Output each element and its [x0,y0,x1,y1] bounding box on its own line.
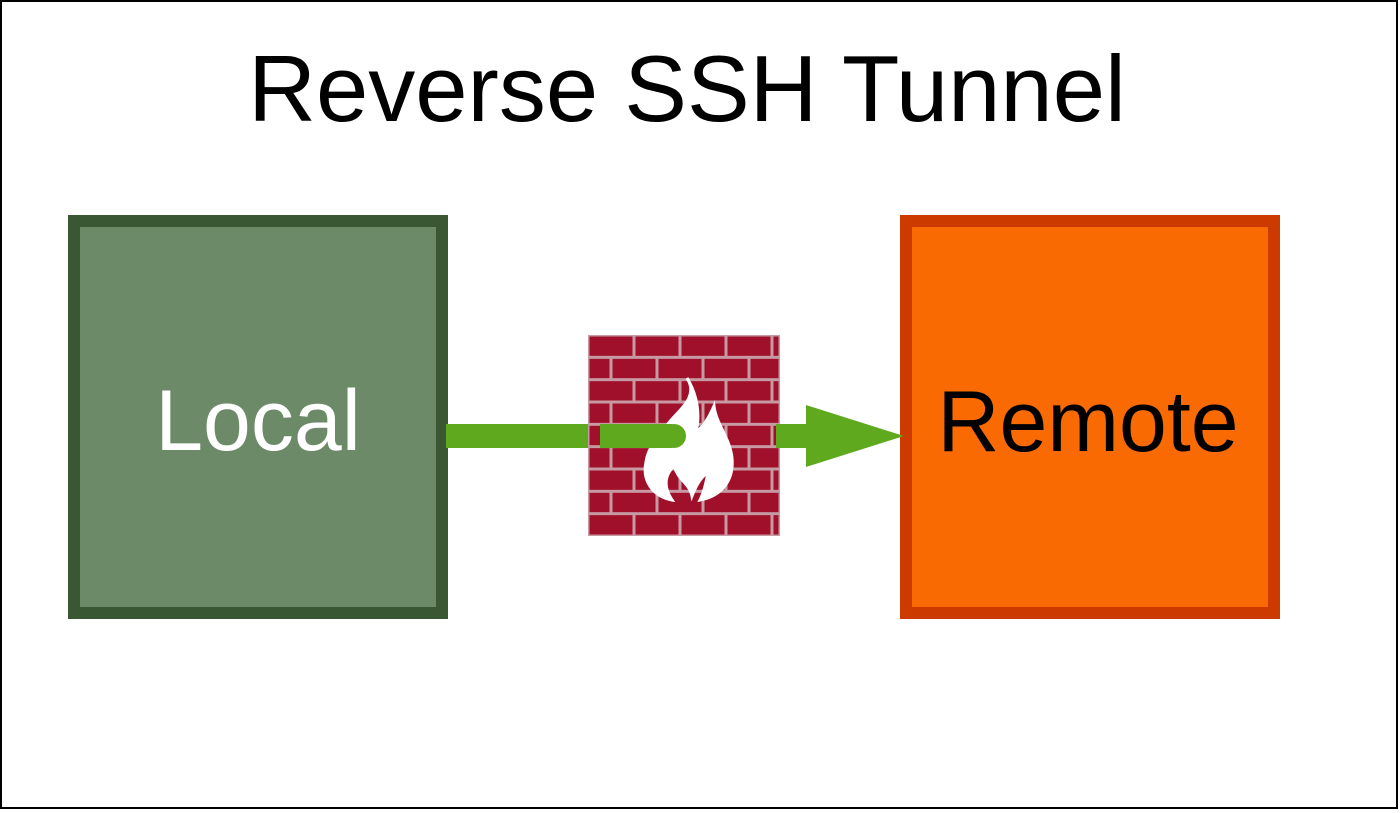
firewall-brick [612,403,656,423]
remote-node-box [900,215,1280,619]
firewall-brick [727,381,771,401]
firewall-brick [704,492,748,513]
firewall-brick [589,358,610,379]
firewall-brick [681,515,725,535]
firewall-brick [589,381,633,401]
firewall-brick [612,492,656,513]
firewall-brick [750,492,779,513]
firewall-brick [589,515,633,535]
local-node: Local [68,215,448,619]
firewall-brick [589,448,610,468]
remote-node-label: Remote [937,374,1238,470]
flame-icon [643,377,734,503]
remote-node: Remote [900,215,1280,619]
firewall-brick [589,492,610,513]
firewall-brick [727,336,771,356]
local-node-label: Local [155,373,361,469]
firewall-brick [681,336,725,356]
firewall-brick [612,358,656,379]
local-node-box [68,215,448,619]
firewall-brick [727,515,771,535]
firewall-brick [658,358,702,379]
tunnel-overlay [600,405,904,467]
firewall-brick [635,381,679,401]
firewall-brick [773,381,779,401]
firewall-brick [750,448,779,468]
firewall-brick [589,403,610,423]
firewall-brick [635,515,679,535]
firewall-brick [727,470,771,490]
firewall-brick [589,470,633,490]
firewall-brick [750,403,779,423]
diagram-title: Reverse SSH Tunnel [248,36,1126,141]
tunnel-arrowhead [806,405,904,467]
firewall-brick [704,358,748,379]
firewall-icon [588,335,780,536]
firewall-brick [727,425,771,446]
firewall-brick [635,336,679,356]
firewall-brick [589,336,633,356]
firewall-brick [773,336,779,356]
firewall-brick [750,358,779,379]
firewall-brick [773,515,779,535]
tunnel-line-cap [662,424,686,448]
firewall-brick [773,470,779,490]
